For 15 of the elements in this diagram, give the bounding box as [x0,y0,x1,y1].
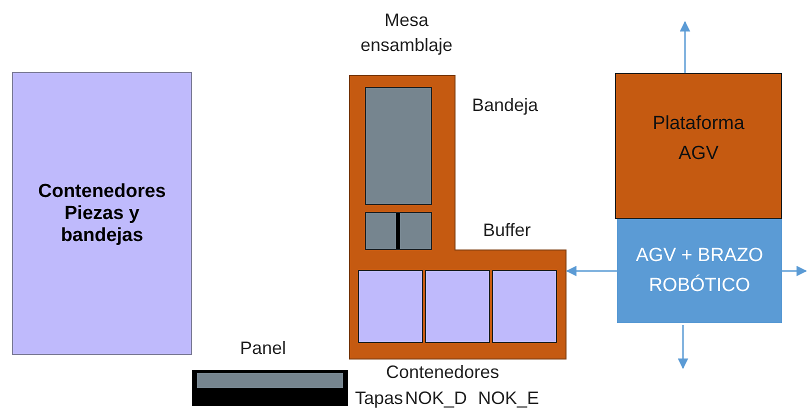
container-bin [492,270,557,343]
area-label: NOK_D [405,388,468,409]
area-label: Buffer [483,220,531,241]
container-area: Contenedores Piezas y bandejas [12,72,192,355]
robot-arm-agv: AGV + BRAZO ROBÓTICO [617,219,782,323]
panel-label: Panel [240,338,286,359]
area-label: Contenedores [386,362,500,383]
agv-platform: Plataforma AGV [615,73,782,219]
container-bin [425,270,490,343]
container-bin [358,270,423,343]
area-label: Bandeja [472,95,538,116]
table-heading: Mesa ensamblaje [359,9,454,57]
area-label: Tapas [355,388,404,409]
area-label: NOK_E [478,388,540,409]
arrow [566,266,617,276]
